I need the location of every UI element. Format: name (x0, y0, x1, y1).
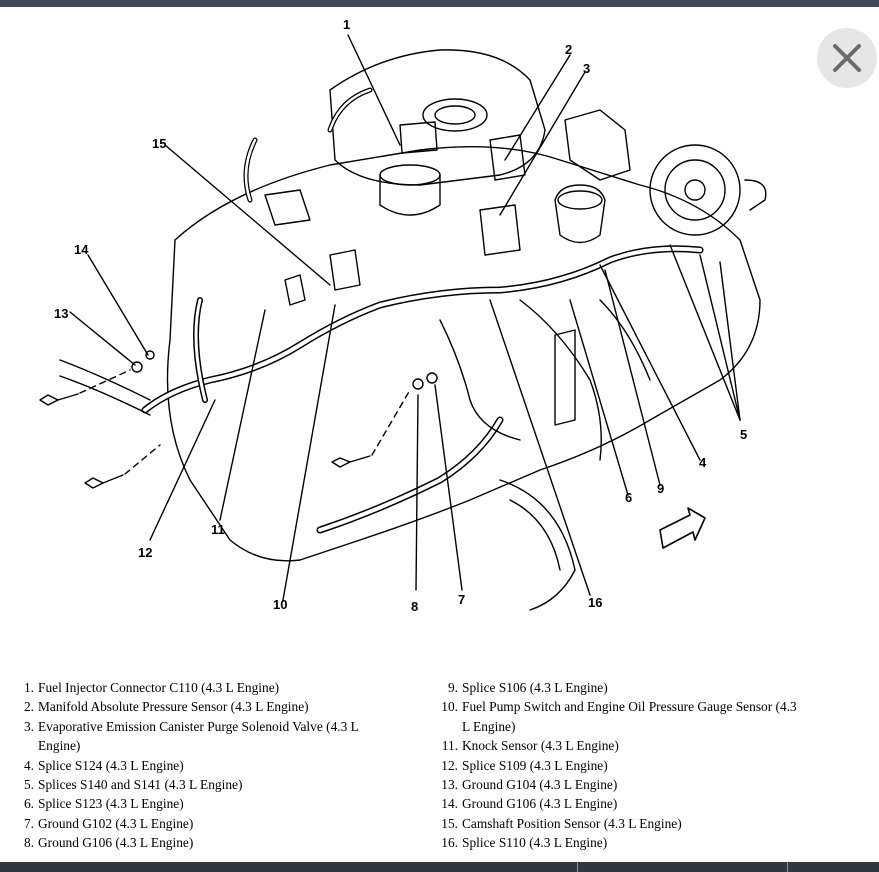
legend-left-column: 1.Fuel Injector Connector C110 (4.3 L En… (22, 678, 402, 853)
legend-item: 16.Splice S110 (4.3 L Engine) (441, 835, 608, 851)
close-button[interactable] (817, 28, 877, 88)
top-bar (0, 0, 879, 7)
legend-item: 9.Splice S106 (4.3 L Engine) (447, 680, 608, 695)
bottom-toolbar (0, 862, 879, 872)
legend-item: 4.Splice S124 (4.3 L Engine) (23, 757, 184, 773)
callout-3: 3 (583, 61, 591, 76)
callout-16: 16 (588, 595, 603, 610)
callout-12: 12 (138, 545, 153, 560)
callout-13: 13 (54, 306, 69, 321)
callout-8: 8 (411, 599, 419, 614)
legend-item: 14.Ground G106 (4.3 L Engine) (441, 796, 618, 812)
close-icon (833, 44, 861, 72)
callout-9: 9 (657, 481, 665, 496)
engine-wiring-diagram (39, 34, 767, 611)
legend-item: 12.Splice S109 (4.3 L Engine) (441, 757, 608, 773)
legend-item: 2.Manifold Absolute Pressure Sensor (4.3… (23, 699, 309, 715)
legend-item: 6.Splice S123 (4.3 L Engine) (23, 796, 184, 812)
callout-4: 4 (699, 455, 707, 470)
callout-1: 1 (343, 17, 351, 32)
callout-5: 5 (740, 427, 748, 442)
callout-11: 11 (211, 522, 225, 537)
legend-item: 8.Ground G106 (4.3 L Engine) (23, 835, 194, 851)
toolbar-separator (577, 862, 578, 872)
callout-14: 14 (74, 242, 89, 257)
toolbar-separator (787, 862, 788, 872)
callout-6: 6 (625, 490, 633, 505)
legend-item: 11.Knock Sensor (4.3 L Engine) (441, 738, 619, 754)
legend-item: 13.Ground G104 (4.3 L Engine) (441, 777, 618, 793)
legend-item: 15.Camshaft Position Sensor (4.3 L Engin… (441, 815, 682, 831)
callout-15: 15 (152, 136, 167, 151)
legend-item: 3.Evaporative Emission Canister Purge So… (23, 718, 359, 754)
callout-2: 2 (565, 42, 573, 57)
legend-right-column: 9.Splice S106 (4.3 L Engine) 10.Fuel Pum… (434, 678, 814, 853)
legend-item: 7.Ground G102 (4.3 L Engine) (23, 815, 194, 831)
legend-item: 1.Fuel Injector Connector C110 (4.3 L En… (23, 680, 280, 695)
legend-item: 10.Fuel Pump Switch and Engine Oil Press… (441, 699, 797, 734)
callout-7: 7 (458, 592, 466, 607)
callout-10: 10 (273, 597, 288, 612)
legend-item: 5.Splices S140 and S141 (4.3 L Engine) (23, 777, 243, 793)
